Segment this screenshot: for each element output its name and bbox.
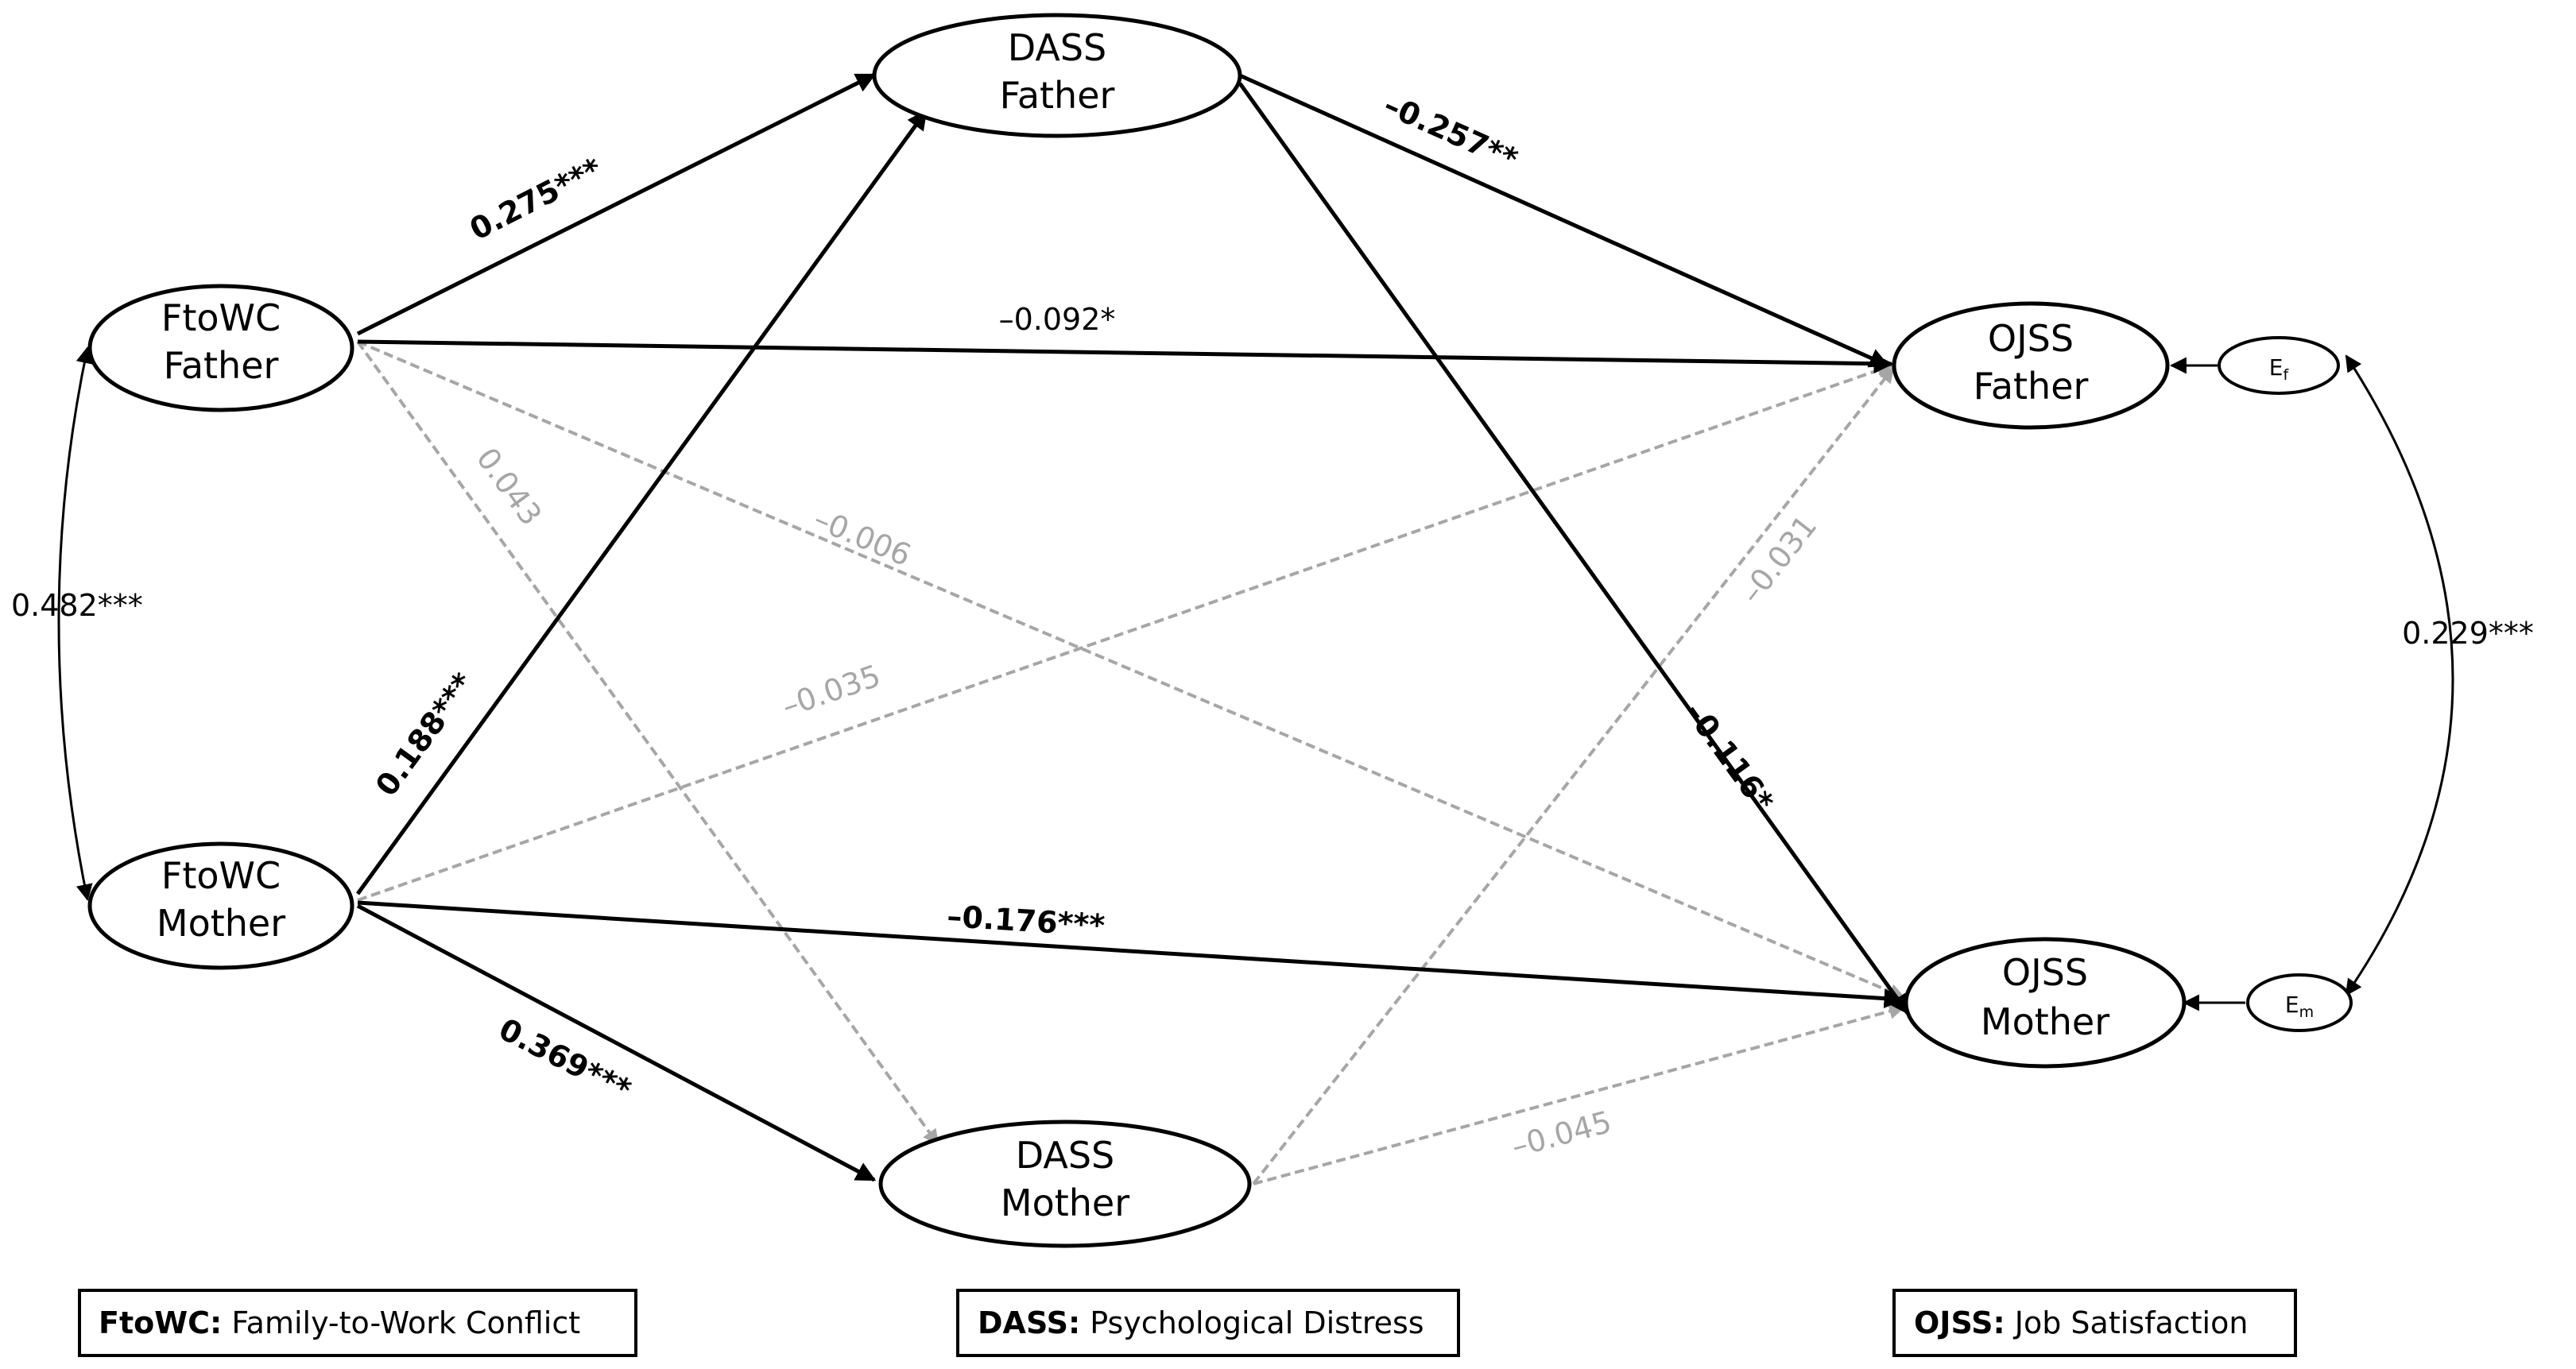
node-error-father: Ef — [2218, 336, 2340, 395]
path-dass-mother-to-ojss-mother — [1253, 1004, 1905, 1185]
error-label: Em — [2285, 992, 2314, 1021]
path-labels: 0.275*** –0.092* 0.043 –0.006 0.188*** –… — [369, 87, 1824, 1165]
label-ftowc-mother-to-dass-mother: 0.369*** — [494, 1011, 637, 1108]
error-label-main: E — [2285, 992, 2299, 1018]
label-ftowc-father-to-dass-mother: 0.043 — [470, 441, 549, 532]
label-dass-father-to-ojss-father: –0.257** — [1379, 87, 1523, 177]
path-dass-father-to-ojss-father — [1238, 73, 1890, 368]
legend-desc: Job Satisfaction — [2005, 1305, 2249, 1340]
covariance-arc-errors — [2345, 354, 2454, 996]
node-label-line1: OJSS — [1988, 317, 2074, 360]
label-ftowc-mother-to-dass-father: 0.188*** — [369, 667, 481, 802]
legend-key: DASS: — [978, 1305, 1080, 1340]
legend-box — [956, 1289, 1460, 1357]
legend-desc: Psychological Distress — [1080, 1305, 1424, 1340]
error-label-sub: f — [2284, 366, 2290, 384]
legend-box — [78, 1289, 637, 1357]
label-covariance-errors: 0.229*** — [2402, 616, 2534, 651]
node-dass-father: DASS Father — [872, 13, 1242, 138]
label-covariance-ftowc: 0.482*** — [11, 588, 143, 623]
legend-text: FtoWC: Family-to-Work Conflict — [99, 1305, 580, 1340]
path-ftowc-father-to-dass-father — [356, 72, 877, 336]
node-ellipse — [1904, 937, 2187, 1069]
legend-key: FtoWC: — [99, 1305, 222, 1340]
label-ftowc-father-to-ojss-father: –0.092* — [999, 302, 1116, 337]
node-ellipse — [87, 284, 354, 412]
node-label-line1: DASS — [1008, 26, 1106, 69]
node-ojss-father: OJSS Father — [1892, 301, 2170, 430]
node-ellipse — [878, 1120, 1252, 1248]
node-label-line1: OJSS — [2002, 951, 2088, 994]
node-label-line2: Father — [164, 344, 279, 387]
label-ftowc-mother-to-ojss-father: –0.035 — [777, 658, 885, 724]
significant-paths — [355, 72, 2245, 1182]
legend-ojss: OJSS: Job Satisfaction — [1892, 1289, 2297, 1357]
label-dass-father-to-ojss-mother: –0.116* — [1678, 695, 1780, 818]
path-ftowc-mother-to-ojss-father — [357, 362, 1893, 902]
node-label-line2: Father — [1974, 365, 2089, 408]
covariance-arc-ftowc — [57, 346, 93, 902]
node-error-mother: Em — [2246, 973, 2353, 1032]
node-dass-mother: DASS Mother — [878, 1120, 1252, 1248]
node-ftowc-mother: FtoWC Mother — [87, 841, 354, 970]
path-ftowc-mother-to-dass-mother — [356, 903, 877, 1182]
node-label-line2: Mother — [157, 902, 285, 945]
error-label-main: E — [2269, 354, 2284, 381]
node-ellipse — [872, 13, 1242, 138]
label-ftowc-mother-to-ojss-mother: –0.176*** — [946, 899, 1106, 943]
node-ojss-mother: OJSS Mother — [1904, 937, 2187, 1069]
covariance-arcs — [57, 346, 2454, 996]
legend-desc: Family-to-Work Conflict — [222, 1305, 580, 1340]
error-ellipse — [2246, 973, 2353, 1032]
label-dass-mother-to-ojss-father: –0.031 — [1733, 509, 1823, 610]
error-ellipse — [2218, 336, 2340, 395]
node-ellipse — [1892, 301, 2170, 430]
path-ftowc-mother-to-dass-father — [355, 109, 928, 895]
legend-dass: DASS: Psychological Distress — [956, 1289, 1460, 1357]
node-label-line1: FtoWC — [161, 854, 281, 897]
node-label-line1: DASS — [1016, 1134, 1114, 1177]
legend-key: OJSS: — [1914, 1305, 2005, 1340]
node-label-line2: Father — [1000, 74, 1115, 117]
path-dass-mother-to-ojss-father — [1252, 366, 1895, 1185]
path-dass-father-to-ojss-mother — [1238, 82, 1910, 1015]
legend-text: DASS: Psychological Distress — [978, 1305, 1424, 1340]
error-label: Ef — [2269, 354, 2290, 384]
node-ellipse — [87, 841, 354, 970]
legend-box — [1892, 1289, 2297, 1357]
label-ftowc-father-to-ojss-mother: –0.006 — [809, 501, 916, 573]
error-label-sub: m — [2299, 1004, 2315, 1021]
path-ftowc-father-to-ojss-mother — [357, 340, 1905, 1000]
legend-ftowc: FtoWC: Family-to-Work Conflict — [78, 1289, 637, 1357]
label-dass-mother-to-ojss-mother: –0.045 — [1508, 1104, 1615, 1165]
nonsignificant-paths — [356, 340, 1905, 1185]
node-label-line2: Mother — [1981, 1000, 2109, 1043]
path-ftowc-mother-to-ojss-mother — [357, 900, 1904, 1009]
node-label-line2: Mother — [1001, 1181, 1129, 1224]
path-ftowc-father-to-dass-mother — [356, 340, 939, 1146]
label-ftowc-father-to-dass-father: 0.275*** — [464, 151, 607, 247]
node-label-line1: FtoWC — [161, 296, 281, 339]
path-ftowc-father-to-ojss-father — [357, 339, 1894, 374]
node-ftowc-father: FtoWC Father — [87, 284, 354, 412]
legend-text: OJSS: Job Satisfaction — [1914, 1305, 2248, 1340]
